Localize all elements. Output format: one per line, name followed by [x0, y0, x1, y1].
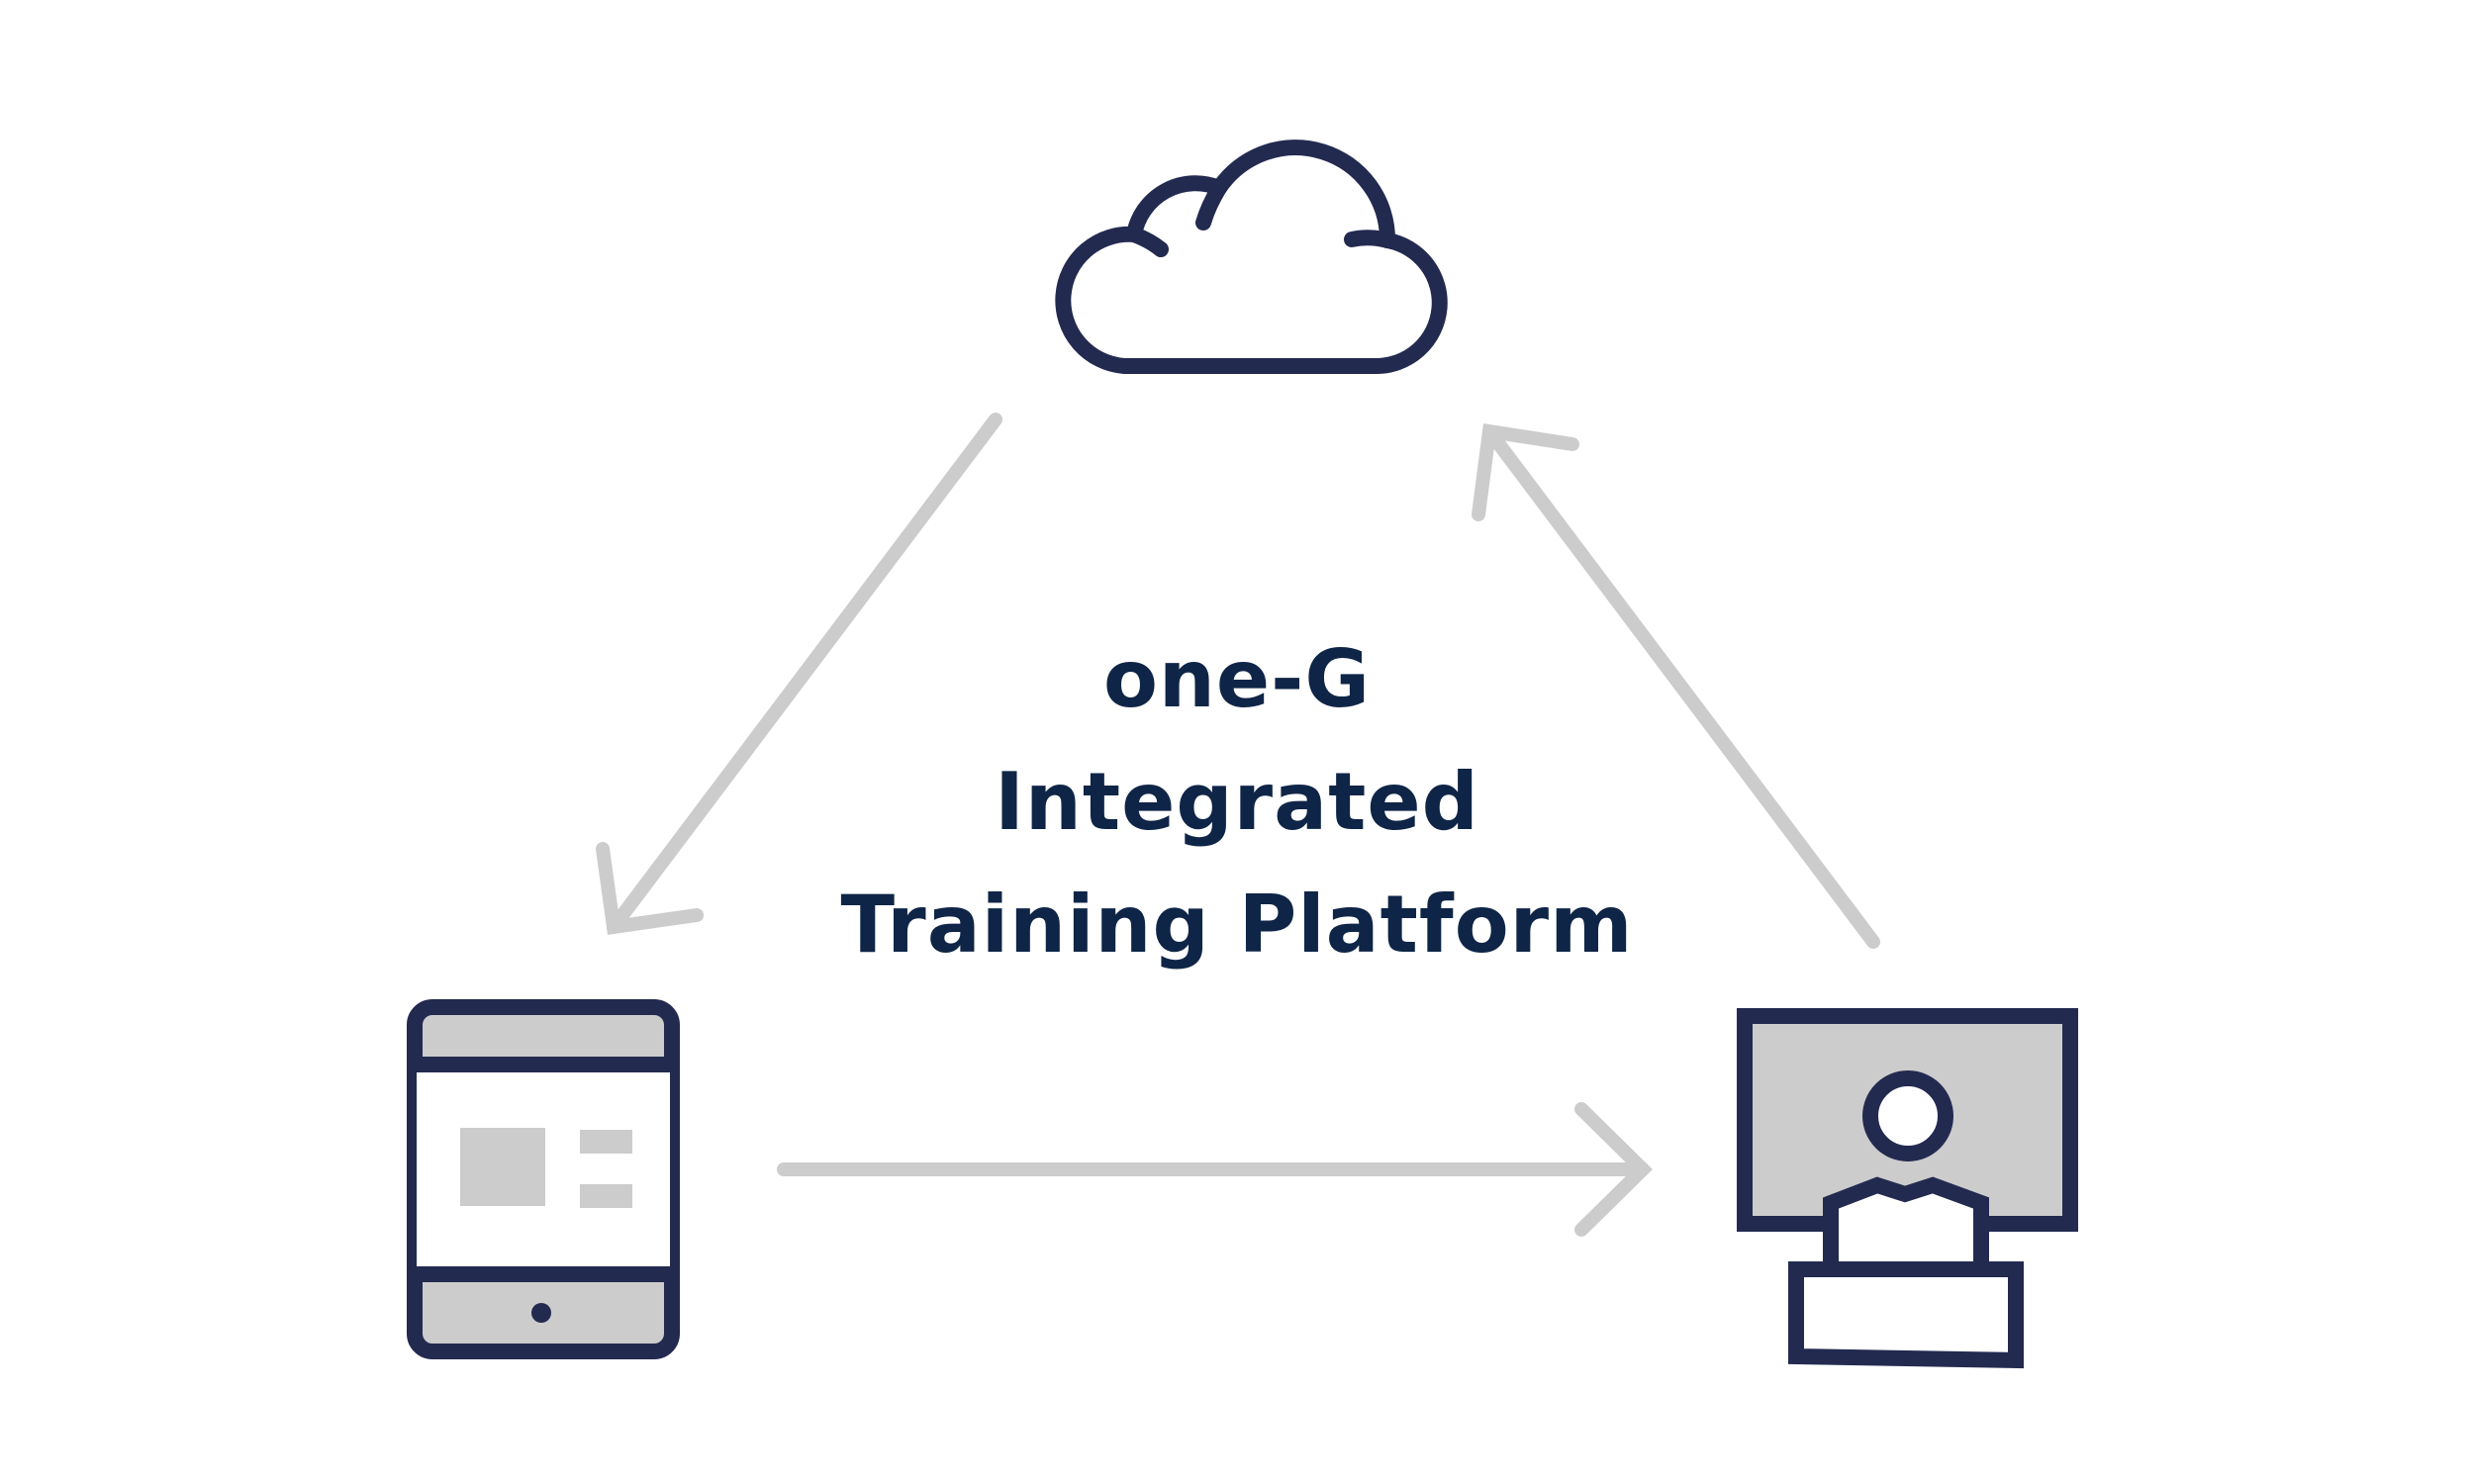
desk: [1788, 1261, 2024, 1369]
tablet-icon: [407, 999, 680, 1359]
title-line-2: Integrated: [995, 756, 1479, 848]
title-line-1: one-G: [1102, 633, 1372, 725]
diagram-title: one-G Integrated Training Platform: [643, 618, 1831, 986]
arrow-instructor-to-cloud: [1472, 422, 1880, 949]
person-head: [1862, 1070, 1953, 1161]
arrow-cloud-to-tablet: [596, 413, 1002, 935]
cloud-icon: [1055, 139, 1448, 375]
instructor-monitor-icon: [1737, 1008, 2078, 1369]
tablet-home-button: [531, 1303, 551, 1323]
arrow-tablet-to-instructor: [777, 1102, 1653, 1237]
person-body: [1823, 1176, 1989, 1277]
title-line-3: Training Platform: [840, 879, 1634, 971]
